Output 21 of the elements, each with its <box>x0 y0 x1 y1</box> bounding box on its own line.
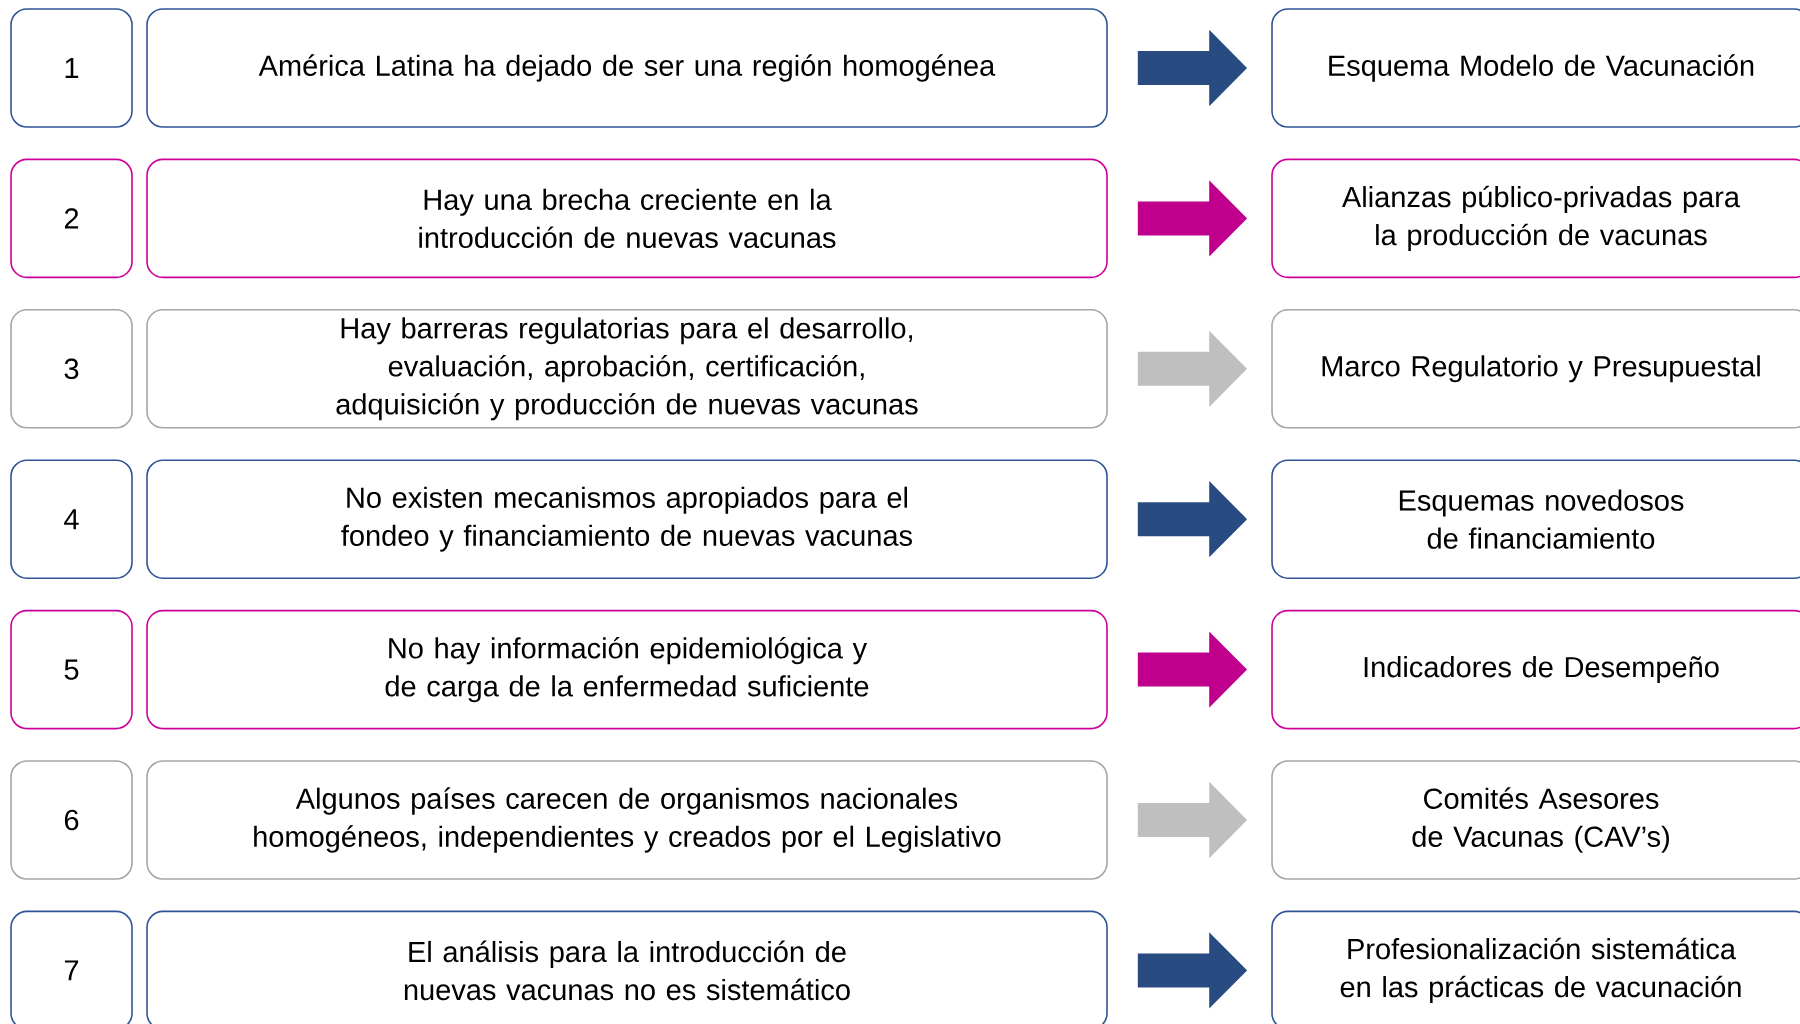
statement-box: No hay información epidemiológica y de carga de la enfermedad suficiente <box>146 609 1108 730</box>
number-box: 5 <box>10 609 133 730</box>
number-box: 6 <box>10 760 133 880</box>
statement-box: Algunos países carecen de organismos nacionales homogéneos, independientes y creados por el Legislativo <box>146 760 1108 880</box>
solution-box: Indicadores de Desempeño <box>1271 609 1800 730</box>
solution-box: Alianzas público-privadas para la producción de vacunas <box>1271 158 1800 279</box>
solution-box: Marco Regulatorio y Presupuestal <box>1271 309 1800 429</box>
number-box: 2 <box>10 158 133 279</box>
solution-box: Comités Asesores de Vacunas (CAV’s) <box>1271 760 1800 880</box>
statement-box: El análisis para la introducción de nuevas vacunas no es sistemático <box>146 910 1108 1024</box>
statement-box: No existen mecanismos apropiados para el fondeo y financiamiento de nuevas vacunas <box>146 459 1108 579</box>
statement-box: América Latina ha dejado de ser una región homogénea <box>146 8 1108 128</box>
number-box: 3 <box>10 309 133 429</box>
solution-box: Esquemas novedosos de financiamiento <box>1271 459 1800 579</box>
solution-box: Profesionalización sistemática en las prácticas de vacunación <box>1271 910 1800 1024</box>
statement-box: Hay barreras regulatorias para el desarrollo, evaluación, aprobación, certificación, adquisición y producción de nuevas vacunas <box>146 309 1108 429</box>
statement-box: Hay una brecha creciente en la introducción de nuevas vacunas <box>146 158 1108 279</box>
number-box: 4 <box>10 459 133 579</box>
number-box: 1 <box>10 8 133 128</box>
number-box: 7 <box>10 910 133 1024</box>
solution-box: Esquema Modelo de Vacunación <box>1271 8 1800 128</box>
